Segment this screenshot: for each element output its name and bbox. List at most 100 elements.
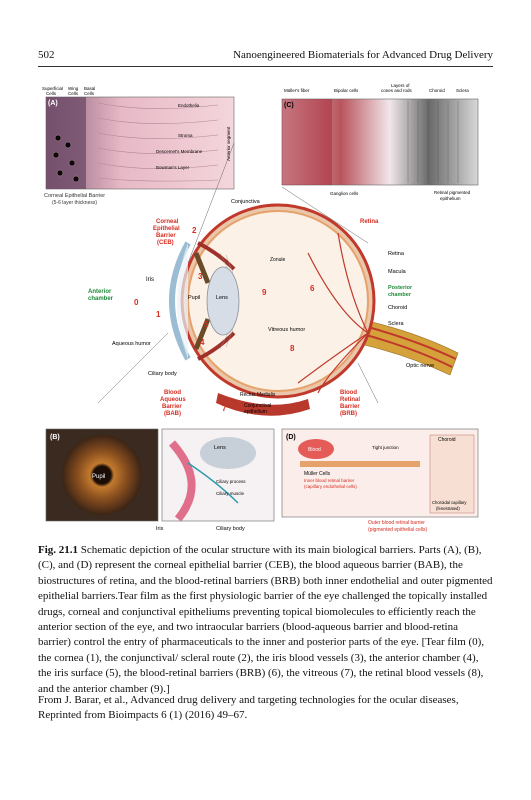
marker-2: 2: [192, 226, 197, 235]
label-conj-epi-2: epithelium: [244, 409, 267, 415]
figure-source: From J. Barar, et al., Advanced drug del…: [38, 694, 459, 722]
label-vitreous: Vitreous: [275, 138, 280, 155]
label-ceb-1: Corneal: [156, 219, 179, 225]
panel-c-inner-layer: [282, 99, 332, 185]
page-header: 502 Nanoengineered Biomaterials for Adva…: [38, 48, 493, 64]
panel-d-inner-1: Inner blood retinal barrier: [304, 478, 355, 483]
iris-shape: [193, 252, 211, 350]
label-conj-epi-1: Conjunctival: [244, 403, 271, 409]
label-bab-3: Barrier: [162, 404, 182, 410]
panel-a-fibers: [97, 102, 219, 182]
label-anterior-chamber-1: Anterior: [88, 289, 112, 295]
panel-d-capillary-1: Choroidal capillary: [432, 500, 467, 505]
label-stroma: Stroma: [178, 133, 193, 138]
panel-a: Superficial Cells Wing Cells Basal Cells…: [42, 86, 235, 206]
panel-b-flow: [187, 462, 239, 504]
retinal-vessels: [297, 232, 369, 394]
marker-8: 8: [290, 344, 295, 353]
panel-d-inner-2: (capillary endothelial cells): [304, 484, 357, 489]
label-endothelia: Endothelia: [178, 103, 200, 108]
label-rectus-medialis: Rectus Medialis: [240, 392, 276, 398]
panel-d-muller: Müller Cells: [304, 471, 331, 477]
panel-c: (C) Müller's fiber Bipolar cells Layers …: [275, 83, 479, 201]
label-optic-nerve: Optic nerve: [406, 363, 434, 369]
zonule-fibers: [219, 252, 234, 350]
label-posterior-chamber-1: Posterior: [388, 285, 413, 291]
marker-4: 4: [200, 338, 205, 347]
panel-d: (D) Blood Tight junction Choroid Müller …: [281, 428, 479, 533]
anterior-chamber-shape: [177, 243, 188, 359]
panel-b-iris: [62, 435, 142, 515]
panel-d-outer-1: Outer blood retinal barrier: [368, 520, 425, 526]
caption-text: Schematic depiction of the ocular struct…: [38, 544, 493, 695]
label-ciliary-body: Ciliary body: [148, 371, 177, 377]
label-bowman: Bowman's Layer: [156, 165, 190, 170]
panel-d-tight-junction: Tight junction: [372, 445, 399, 450]
label-muller-fiber: Müller's fiber: [284, 88, 310, 93]
panel-c-stripes: [407, 101, 459, 183]
panel-a-letter: (A): [48, 100, 58, 107]
figure-svg: Superficial Cells Wing Cells Basal Cells…: [42, 83, 479, 533]
lens-shape: [206, 266, 240, 336]
figure: Superficial Cells Wing Cells Basal Cells…: [38, 83, 493, 535]
panel-d-outer-2: (pigmented epithelial cells): [368, 527, 428, 533]
label-panel-c-choroid: Choroid: [429, 88, 445, 93]
label-rpe-1: Retinal pigmented: [434, 190, 471, 195]
label-descemet: Descemet's Membrane: [156, 149, 203, 154]
panel-b-ciliary: [168, 440, 196, 522]
label-vitreous-humor: Vitreous humor: [268, 327, 305, 333]
label-posterior-chamber-2: chamber: [388, 292, 412, 298]
label-conjunctiva: Conjunctiva: [231, 199, 261, 205]
panel-b-lens: [200, 437, 256, 469]
marker-3: 3: [198, 272, 203, 281]
label-brb-3: Barrier: [340, 404, 360, 410]
panel-b-pupil: Pupil: [92, 474, 105, 480]
panel-b-letter: (B): [50, 434, 60, 441]
panel-b-iris-label: Iris: [156, 526, 164, 532]
marker-9: 9: [262, 288, 267, 297]
marker-5: 5: [204, 320, 209, 329]
panel-a-top-label-5: Basal: [84, 86, 95, 91]
label-sclera: Sclera: [388, 321, 405, 327]
page-number: 502: [38, 49, 55, 61]
panel-d-choroid: Choroid: [438, 437, 456, 443]
label-iris: Iris: [146, 277, 154, 283]
label-brb-1: Blood: [340, 390, 357, 396]
cornea: [169, 241, 191, 361]
optic-vessels: [365, 326, 457, 368]
label-retina-header: Retina: [360, 219, 379, 225]
panel-a-top-label-4: Cells: [68, 91, 79, 96]
label-bab-2: Aqueous: [160, 397, 186, 403]
label-layers-2: cones and rods: [381, 88, 413, 93]
eye-connectors: [97, 142, 379, 404]
panel-d-choroid-region: [429, 434, 475, 514]
marker-1: 1: [156, 310, 161, 319]
label-brb-4: (BRB): [340, 411, 357, 417]
label-macula: Macula: [388, 269, 407, 275]
panel-d-letter: (D): [286, 434, 296, 441]
label-zonule: Zonule: [270, 257, 286, 263]
panel-b-ciliary-process: Ciliary process: [216, 479, 246, 484]
panel-b: (B) Pupil Lens Ciliary process Ciliary m…: [45, 428, 275, 532]
panel-a-caption-1: Corneal Epithelial Barrier: [44, 193, 105, 199]
running-title: Nanoengineered Biomaterials for Advanced…: [233, 49, 493, 61]
label-bipolar-cells: Bipolar cells: [334, 88, 359, 93]
label-choroid: Choroid: [388, 305, 407, 311]
panel-a-top-label-3: Wing: [68, 86, 79, 91]
panel-d-capillary-2: (fenestrated): [436, 506, 460, 511]
marker-7: 7: [222, 404, 227, 413]
panel-a-caption-2: (5-6 layer thickness): [52, 200, 97, 206]
figure-label: Fig. 21.1: [38, 544, 79, 556]
ciliary-body-shape: [197, 241, 236, 361]
header-rule: [38, 66, 493, 67]
figure-caption: Fig. 21.1 Schematic depiction of the ocu…: [38, 543, 493, 697]
panel-d-muller-layer: [300, 461, 420, 467]
label-lens: Lens: [216, 295, 228, 301]
label-ceb-2: Epithelial: [153, 226, 180, 232]
label-layers-1: Layers of: [391, 83, 410, 88]
panel-a-top-label-2: Cells: [46, 91, 57, 96]
label-aqueous-humor: Aqueous humor: [112, 341, 151, 347]
label-ceb-3: Barrier: [156, 233, 176, 239]
label-ganglion: Ganglion cells: [330, 191, 359, 196]
label-bab-4: (BAB): [164, 411, 181, 417]
